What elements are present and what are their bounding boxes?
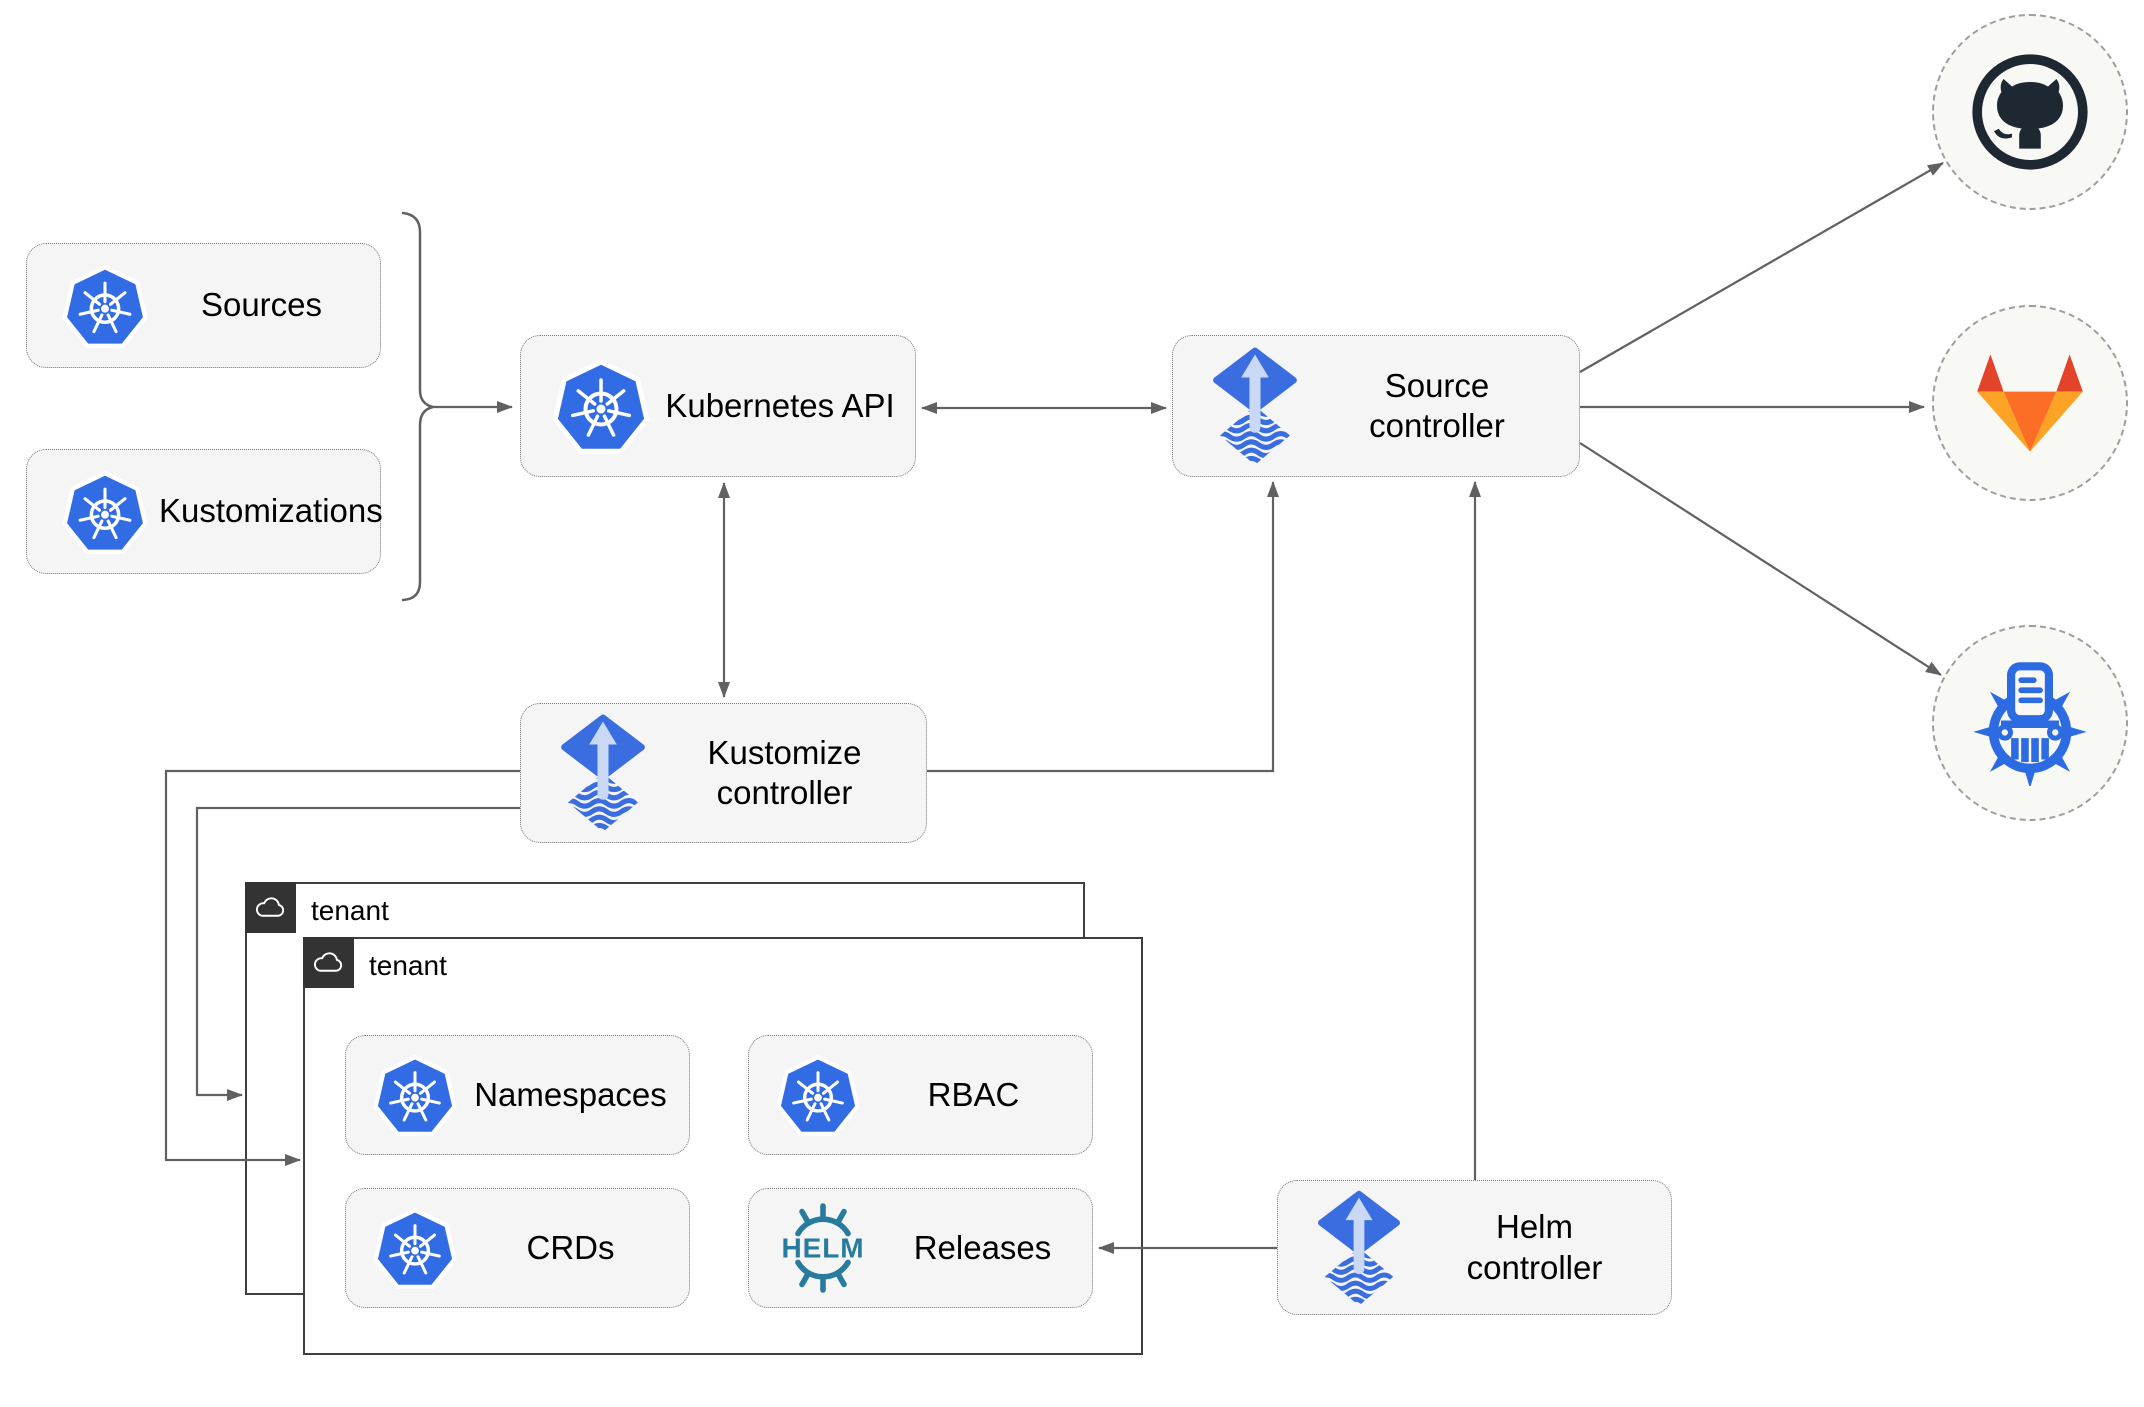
- node-label: Sources: [200, 286, 323, 324]
- kubernetes-icon: [61, 468, 149, 556]
- kubernetes-icon: [775, 1052, 861, 1138]
- helm-logo-text: HELM: [781, 1232, 864, 1263]
- node-sources: Sources: [26, 243, 381, 368]
- helm-icon: HELM: [781, 1203, 864, 1293]
- node-kubernetes-api: Kubernetes API: [520, 335, 916, 477]
- cloud-tab: [302, 936, 354, 988]
- cloud-tab: [244, 881, 296, 933]
- tenant-label: tenant: [369, 950, 447, 981]
- node-label: Namespaces: [474, 1075, 667, 1113]
- node-label: CRDs: [526, 1228, 615, 1266]
- node-label: Releases: [913, 1228, 1052, 1266]
- flux-icon: [1209, 347, 1301, 465]
- arrow-source-to-registry: [1579, 442, 1942, 676]
- node-kustomize-controller: Kustomize controller: [520, 703, 927, 843]
- remote-registry: [1932, 625, 2128, 821]
- cloud-icon: [254, 896, 287, 919]
- node-kustomizations: Kustomizations: [26, 449, 383, 574]
- arrow-source-to-github: [1579, 162, 1944, 373]
- kubernetes-icon: [372, 1205, 458, 1291]
- node-label: Kubernetes API: [665, 386, 895, 424]
- cloud-icon: [312, 951, 345, 974]
- node-label: Helm controller: [1466, 1208, 1603, 1286]
- arrow-kustomize-to-source-controller: [927, 481, 1279, 773]
- node-releases: HELM Releases: [748, 1188, 1093, 1308]
- gitlab-icon: [1970, 346, 2090, 460]
- remote-gitlab: [1932, 305, 2128, 501]
- node-crds: CRDs: [345, 1188, 690, 1308]
- flux-icon: [557, 714, 649, 832]
- node-label: RBAC: [927, 1075, 1020, 1113]
- github-icon: [1970, 52, 2090, 172]
- node-label: Kustomizations: [159, 492, 383, 530]
- kubernetes-icon: [61, 262, 149, 350]
- node-helm-controller: Helm controller: [1277, 1180, 1672, 1315]
- node-namespaces: Namespaces: [345, 1035, 690, 1155]
- node-label: Kustomize controller: [707, 733, 862, 811]
- node-rbac: RBAC: [748, 1035, 1093, 1155]
- remote-github: [1932, 14, 2128, 210]
- sources-bracket: [401, 211, 434, 602]
- kubernetes-icon: [372, 1052, 458, 1138]
- tenant-label: tenant: [311, 895, 389, 926]
- node-label: Source controller: [1369, 366, 1505, 444]
- flux-icon: [1314, 1190, 1404, 1306]
- container-registry-icon: [1967, 660, 2093, 786]
- node-source-controller: Source controller: [1172, 335, 1580, 477]
- kubernetes-icon: [551, 356, 651, 456]
